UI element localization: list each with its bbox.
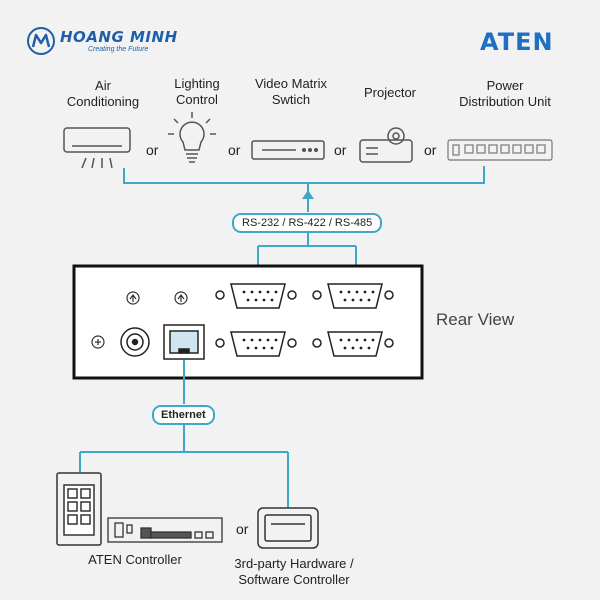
projector-icon	[359, 127, 413, 163]
hoang-minh-logo: HOANG MINH Creating the Future	[26, 26, 186, 58]
or-text: or	[228, 142, 241, 158]
device-label-power-distribution-unit: Power Distribution Unit	[459, 78, 551, 109]
touch-panel-icon	[257, 507, 319, 549]
or-text: or	[146, 142, 159, 158]
air-conditioner-icon	[63, 127, 131, 169]
or-text: or	[334, 142, 347, 158]
ethernet-link-line	[79, 360, 289, 508]
device-bus-line	[123, 166, 485, 212]
aten-controller-box-icon	[107, 517, 223, 543]
device-label-projector: Projector	[363, 85, 417, 100]
power-switch-icon	[126, 291, 188, 305]
device-label-air-conditioning: Air Conditioning	[66, 78, 140, 109]
pdu-icon	[447, 139, 553, 161]
aten-logo: ATEN	[480, 28, 554, 56]
rear-view-label: Rear View	[436, 310, 515, 329]
rear-panel	[72, 264, 424, 380]
or-text: or	[236, 521, 249, 537]
aten-keypad-icon	[56, 472, 102, 546]
logo-tagline: Creating the Future	[88, 46, 149, 53]
device-label-video-matrix-switch: Video Matrix Swtich	[254, 76, 327, 107]
ground-screw-icon	[91, 335, 105, 349]
hoang-minh-emblem-icon	[27, 27, 55, 55]
power-jack-icon	[120, 327, 150, 357]
video-matrix-switch-icon	[251, 140, 325, 160]
third-party-controller-label: 3rd-party Hardware / Software Controller	[234, 556, 354, 587]
or-text: or	[424, 142, 437, 158]
light-bulb-icon	[168, 112, 216, 163]
device-label-lighting-control: Lighting Control	[174, 76, 220, 107]
serial-port-icon	[215, 283, 394, 357]
protocol-label: RS-232 / RS-422 / RS-485	[232, 213, 383, 233]
ethernet-label: Ethernet	[152, 405, 215, 425]
serial-pin-dots	[242, 290, 375, 350]
aten-controller-label: ATEN Controller	[88, 552, 182, 567]
ethernet-port-icon	[163, 324, 205, 360]
logo-brand: HOANG MINH	[60, 28, 178, 46]
